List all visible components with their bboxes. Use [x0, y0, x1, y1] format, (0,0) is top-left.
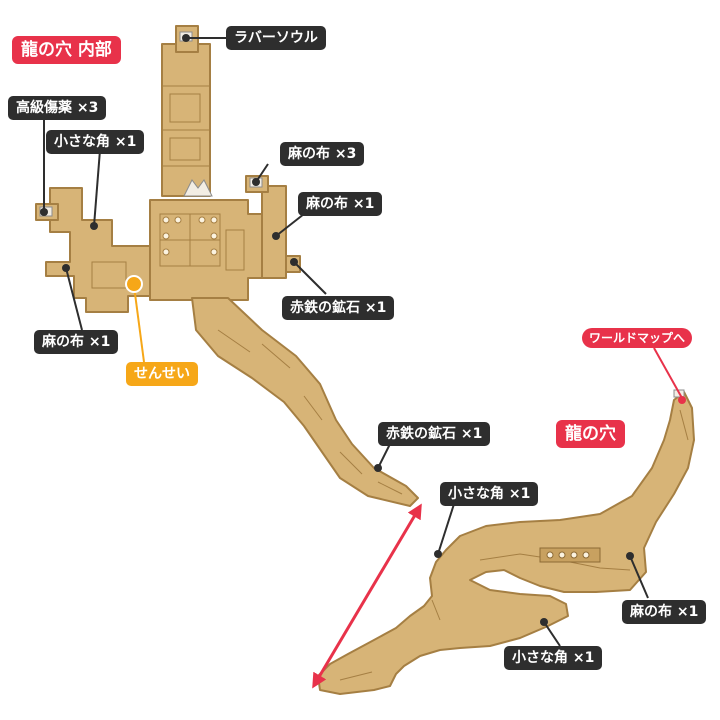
- item-label-hemp-x3: 麻の布 ×3: [280, 142, 365, 166]
- world-map-exit-label: ワールドマップへ: [582, 328, 693, 348]
- item-label-iron-ore-cave: 赤鉄の鉱石 ×1: [378, 422, 491, 446]
- item-label-high-potion: 高級傷薬 ×3: [8, 96, 107, 120]
- item-label-small-horn-cave-upper: 小さな角 ×1: [440, 482, 539, 506]
- throne-pillars: [162, 216, 218, 256]
- area-title-inner: 龍の穴 内部: [12, 36, 121, 64]
- item-label-hemp-left-inner: 麻の布 ×1: [34, 330, 119, 354]
- dragon-statue-icon: [183, 179, 213, 197]
- area-title-outer: 龍の穴: [556, 420, 625, 448]
- sensei-label: せんせい: [126, 362, 198, 386]
- leader-lines: [43, 37, 683, 647]
- marker-dots: [40, 34, 686, 626]
- item-label-hemp-right-inner: 麻の布 ×1: [298, 192, 383, 216]
- inner-dungeon-details: [91, 85, 403, 495]
- item-label-hemp-cave: 麻の布 ×1: [622, 600, 707, 624]
- item-label-small-horn-inner: 小さな角 ×1: [46, 130, 145, 154]
- item-label-small-horn-cave-lower: 小さな角 ×1: [504, 646, 603, 670]
- item-label-iron-ore-inner: 赤鉄の鉱石 ×1: [282, 296, 395, 320]
- connection-double-arrow-icon: [312, 503, 422, 689]
- item-label-lava-soul: ラバーソウル: [226, 26, 326, 50]
- sensei-npc-marker: [125, 275, 143, 293]
- cave-pillars: [539, 547, 601, 563]
